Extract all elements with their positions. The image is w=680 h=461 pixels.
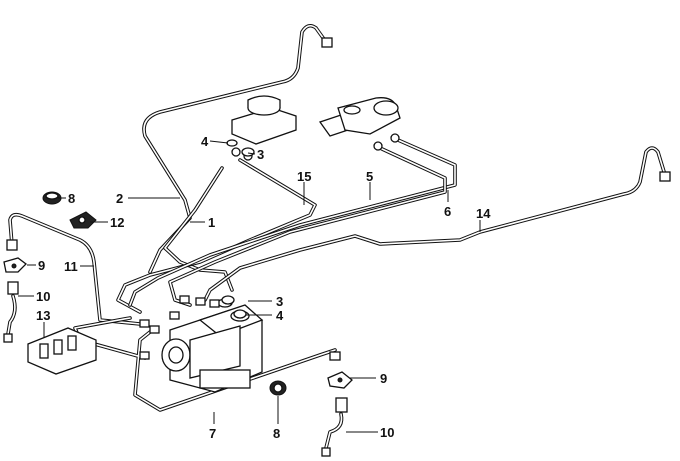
grommet-icon <box>226 139 255 157</box>
pipe-end-fitting-top <box>321 37 333 48</box>
callout-11: 11 <box>64 259 78 274</box>
relay-block-icon <box>27 327 97 375</box>
pipe-5 <box>128 138 457 307</box>
brake-master-cylinder-icon <box>318 97 401 151</box>
brake-hose-icon-left <box>3 281 19 343</box>
callout-5: 5 <box>366 169 373 184</box>
pipe-fittings <box>139 295 220 360</box>
callout-4-top: 4 <box>201 134 209 149</box>
pipe-1 <box>163 166 234 292</box>
pipe-end-fitting-right <box>659 171 671 182</box>
abs-hydraulic-unit-icon <box>161 298 264 393</box>
callout-3-top: 3 <box>257 147 264 162</box>
callout-8-left: 8 <box>68 191 75 206</box>
grommet-icon-bottom <box>269 380 287 396</box>
callout-7: 7 <box>209 426 216 441</box>
fluid-reservoir-icon <box>231 95 297 161</box>
callout-6: 6 <box>444 204 451 219</box>
pipe-15 <box>116 158 317 314</box>
pipe-14 <box>203 146 667 302</box>
brake-hose-icon-right <box>321 397 348 457</box>
brake-pipes <box>8 23 667 412</box>
grommet-icon-left <box>42 191 62 205</box>
pipe-clip-icon <box>69 211 97 229</box>
callout-10-right: 10 <box>380 425 394 440</box>
callout-2: 2 <box>116 191 123 206</box>
callout-9-left: 9 <box>38 258 45 273</box>
pipe-11 <box>8 212 142 326</box>
pipe-end-fitting-7 <box>329 351 341 361</box>
callout-9-right: 9 <box>380 371 387 386</box>
callout-14: 14 <box>476 206 491 221</box>
small-grommets-mid <box>221 295 247 319</box>
pipe-end-fitting-left <box>6 239 18 251</box>
hose-bracket-icon-right <box>327 371 353 389</box>
callout-1: 1 <box>208 215 215 230</box>
callout-3-mid: 3 <box>276 294 283 309</box>
callout-15: 15 <box>297 169 311 184</box>
callout-10-left: 10 <box>36 289 50 304</box>
pipe-top-run <box>142 23 328 274</box>
callout-labels: 2 1 4 3 15 5 6 14 3 4 8 12 9 11 10 13 7 … <box>36 134 491 441</box>
callout-13: 13 <box>36 308 50 323</box>
pipe-6 <box>168 146 447 307</box>
callout-12: 12 <box>110 215 124 230</box>
callout-8-bottom: 8 <box>273 426 280 441</box>
leader-lines <box>18 140 481 433</box>
callout-4-mid: 4 <box>276 308 284 323</box>
hose-bracket-icon-left <box>3 257 27 273</box>
